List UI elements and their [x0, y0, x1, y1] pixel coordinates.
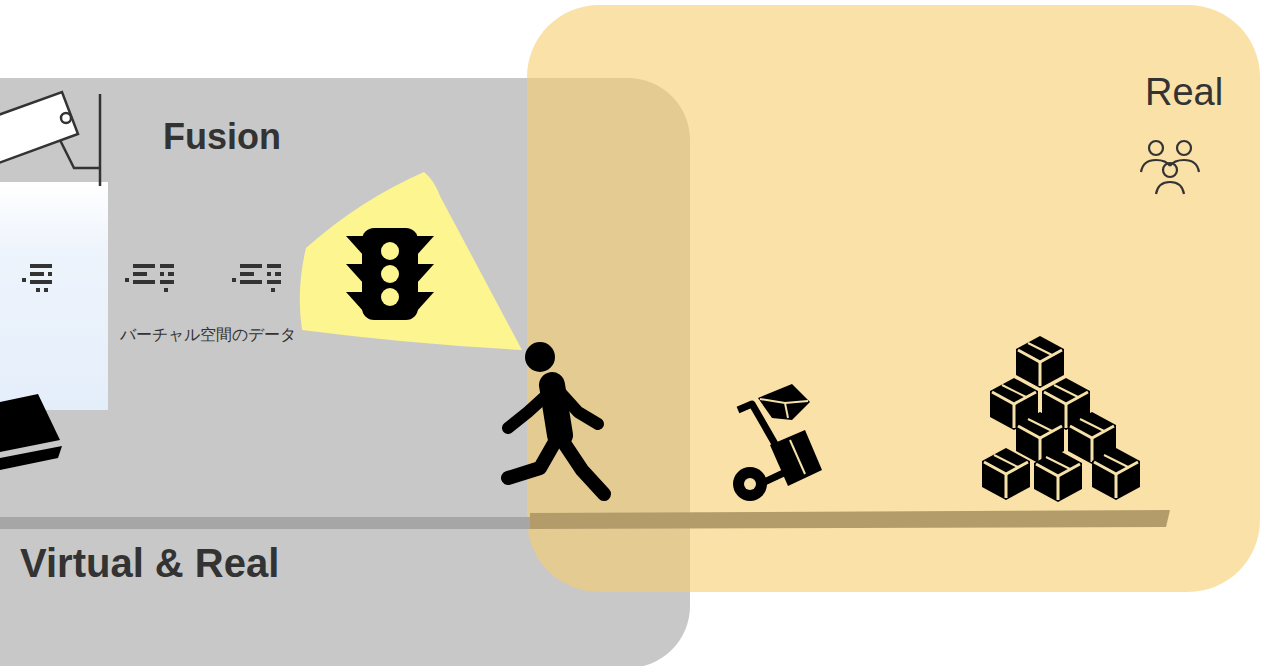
- ground-line: [0, 517, 532, 529]
- box-icon: [982, 448, 1030, 500]
- box-icon: [990, 378, 1038, 430]
- box-pyramid: [982, 336, 1140, 502]
- region-title: Fusion: [163, 116, 281, 157]
- box-icon: [1092, 448, 1140, 500]
- box-icon: [1016, 336, 1064, 388]
- ground-line: [530, 510, 1170, 529]
- person-walking: [508, 342, 604, 494]
- people-icon: [1141, 141, 1199, 194]
- data-glyph: [232, 264, 281, 292]
- data-glyph: [125, 264, 174, 292]
- camera-icon: [0, 92, 100, 186]
- screen-panel: [0, 182, 108, 410]
- data-glyph: [22, 264, 52, 292]
- real-region: Real: [527, 5, 1260, 592]
- box-icon: [1068, 412, 1116, 464]
- spotlight-cone: [300, 172, 522, 350]
- data-caption: バーチャル空間のデータ: [120, 325, 296, 344]
- box-icon: [1034, 450, 1082, 502]
- box-icon: [1016, 412, 1064, 464]
- region-title: Virtual & Real: [20, 540, 279, 586]
- traffic-light: [346, 228, 434, 320]
- region-title: Real: [1145, 71, 1223, 115]
- data-glyphs: [22, 264, 281, 292]
- laptop-icon: [0, 394, 62, 470]
- box-icon: [1042, 378, 1090, 430]
- hand-truck: [733, 384, 822, 501]
